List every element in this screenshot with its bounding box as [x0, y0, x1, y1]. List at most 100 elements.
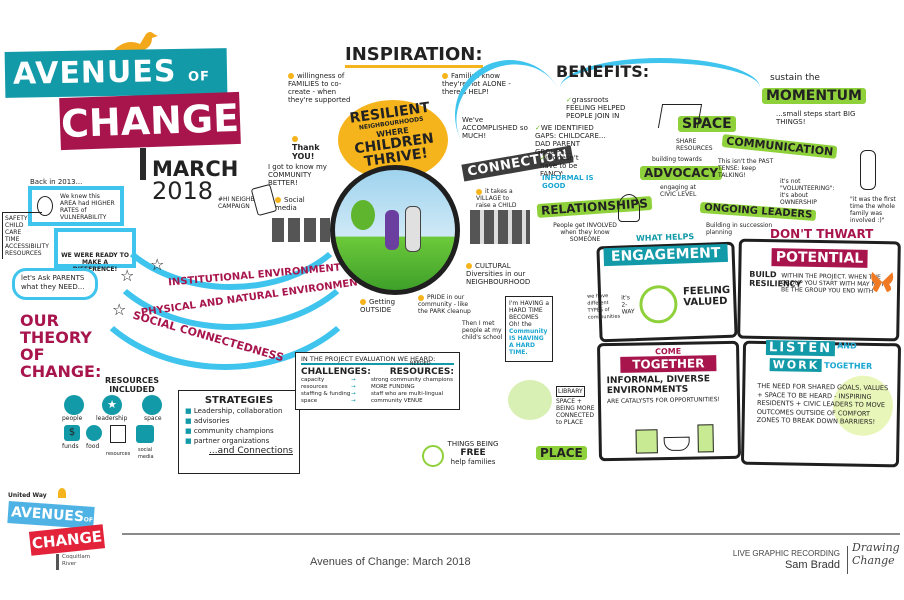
- hard-time-box: I'm HAVING a HARD TIME BECOMES Oh! the C…: [505, 296, 553, 362]
- logo-of: OF: [83, 516, 94, 524]
- resource-label: space: [144, 415, 162, 422]
- challenges-label: CHALLENGES:: [301, 367, 371, 377]
- food-icon: [86, 425, 102, 441]
- family-quote: "it was the first time the whole family …: [850, 196, 896, 224]
- logo-bird-icon: [58, 488, 66, 498]
- inspiration-quote: We've ACCOMPLISHED so MUCH!: [462, 116, 528, 140]
- arrow-icon: →: [351, 391, 356, 397]
- leadership-star-icon: ★: [102, 395, 122, 415]
- strategies-connections: ...and Connections: [209, 446, 293, 456]
- strategies-heading: STRATEGIES: [204, 395, 274, 406]
- strategy-item: ■ advisories: [185, 417, 230, 425]
- resource-cell: community VENUE: [371, 398, 423, 404]
- star-icon: ☆: [150, 255, 165, 274]
- quote-text: Thank YOU!: [292, 143, 320, 161]
- glass-icon: [697, 424, 714, 453]
- community-circle-illustration: [330, 165, 460, 295]
- together-headline: INFORMAL, DIVERSE ENVIRONMENTS: [606, 374, 711, 397]
- quote-text: willingness of FAMILIES to co-create - w…: [288, 72, 351, 104]
- resources-grid: ★ people leadership space $ funds food r…: [62, 395, 182, 465]
- informal-is-good: INFORMAL IS GOOD: [542, 174, 594, 190]
- bird-icon: [112, 30, 160, 54]
- parent-figure-sketch: [860, 150, 876, 190]
- brand-line: Change: [852, 554, 895, 567]
- strategy-text: community champions: [193, 427, 274, 435]
- quote-text: Getting OUTSIDE: [360, 298, 396, 314]
- resource-label: social media: [138, 447, 154, 460]
- communication-label: COMMUNICATION: [721, 134, 838, 159]
- hard-time-text: Oh! the: [509, 321, 532, 328]
- evaluation-box: IN THE PROJECT EVALUATION WE HEARD: CHAL…: [295, 352, 460, 410]
- potential-label: POTENTIAL: [771, 248, 868, 268]
- buildings-sketch: [470, 210, 530, 244]
- space-note: SHARE RESOURCES: [676, 138, 713, 152]
- inspiration-quote: CULTURAL Diversities in our NEIGHBOURHOO…: [466, 262, 546, 286]
- mug-icon: [635, 429, 658, 454]
- quote-text: it takes a VILLAGE to raise a CHILD: [476, 188, 517, 209]
- benefit-text: it doesn't have to be FANCY:: [540, 154, 579, 178]
- feeling-valued: FEELING VALUED: [682, 284, 731, 309]
- resource-cell: MORE FUNDING: [371, 384, 415, 390]
- logo-org: United Way: [8, 492, 47, 499]
- place-label: PLACE: [536, 446, 587, 460]
- footer-recording-label: LIVE GRAPHIC RECORDING: [732, 549, 840, 558]
- social-media-icon: [136, 425, 154, 443]
- logo-post: [56, 554, 59, 570]
- inspiration-heading: INSPIRATION:: [345, 44, 483, 68]
- ongoing-note: Building in succession planning: [706, 222, 773, 236]
- butterfly-icon: [869, 270, 895, 294]
- hard-time-text: I'm HAVING a HARD TIME: [509, 300, 549, 314]
- hard-time-highlight: Community IS HAVING A HARD TIME.: [509, 328, 548, 356]
- checkmark-icon: ✓: [540, 154, 546, 162]
- arc-line: [70, 130, 380, 370]
- quote-text: Social media: [275, 196, 305, 212]
- inspiration-quote: Getting OUTSIDE: [360, 298, 400, 314]
- resources-heading: RESOURCES INCLUDED: [105, 376, 159, 394]
- resource-label: funds: [62, 443, 79, 450]
- logo-change: CHANGE: [28, 524, 106, 556]
- inspiration-quote: Thank YOU!: [292, 134, 328, 161]
- volunteering-note: it's not "VOLUNTEERING": it's about OWNE…: [780, 178, 835, 206]
- star-icon: ☆: [120, 266, 135, 285]
- theory-of-change-label: OUR THEORY OF CHANGE:: [20, 311, 102, 381]
- houses-sketch: [272, 218, 330, 242]
- needs-item: RESOURCES: [5, 250, 42, 257]
- together-word: TOGETHER: [824, 361, 873, 371]
- benefit-item: ✓WE IDENTIFIED GAPS: CHILDCARE... DAD PA…: [535, 124, 613, 156]
- space-label: SPACE: [678, 116, 736, 132]
- logo-avenues: AVENUESOF: [7, 501, 95, 529]
- strategy-item: ■ Leadership, collaboration: [185, 407, 283, 415]
- communication-note: This isn't the PAST TENSE: keep TALKING!: [718, 158, 774, 179]
- campaign-label: #HI NEIGHBOUR CAMPAIGN: [218, 196, 268, 210]
- inspiration-quote: willingness of FAMILIES to co-create - w…: [288, 72, 358, 104]
- two-way-note: it's 2-WAY: [621, 294, 635, 316]
- together-label: TOGETHER: [620, 355, 717, 373]
- benefits-heading: BENEFITS:: [556, 62, 650, 81]
- inspiration-quote: PRIDE in our community - like the PARK c…: [418, 294, 478, 315]
- resource-label: leadership: [96, 415, 128, 422]
- blue-swoosh: [560, 58, 760, 118]
- work-header: WORK TOGETHER: [769, 358, 873, 373]
- title-sign-avenues: AVENUES OF: [4, 48, 228, 98]
- momentum-label: MOMENTUM: [762, 88, 866, 104]
- logo-line1: AVENUES: [10, 504, 85, 526]
- space-connected-note: SPACE + BEING MORE CONNECTED to PLACE: [556, 398, 595, 426]
- advocacy-text: ADVOCACY: [640, 166, 723, 180]
- free-icon: [422, 445, 444, 467]
- challenge-cell: staffing & funding: [301, 391, 351, 397]
- table-scene-sketch: [508, 380, 552, 420]
- needs-item: ACCESSIBILITY: [5, 243, 49, 250]
- quote-text: PRIDE in our community - like the PARK c…: [418, 294, 471, 315]
- strategy-item: ■ partner organizations: [185, 437, 270, 445]
- benefit-item: ✓it doesn't have to be FANCY:: [540, 154, 596, 178]
- needed-label: NEEDED: [409, 361, 431, 367]
- drawing-change-logo: Drawing Change: [852, 541, 900, 567]
- back-in-2013: Back in 2013...: [30, 178, 83, 186]
- needs-list: SAFETY CHILD CARE TIME ACCESSIBILITY RES…: [2, 212, 49, 259]
- resources-doc-icon: [110, 425, 126, 443]
- checkmark-icon: ✓: [535, 124, 541, 132]
- challenge-cell: resources: [301, 384, 328, 390]
- challenge-cell: space: [301, 398, 318, 404]
- funds-icon: $: [64, 425, 80, 441]
- advocacy-pre: building towards: [652, 156, 702, 163]
